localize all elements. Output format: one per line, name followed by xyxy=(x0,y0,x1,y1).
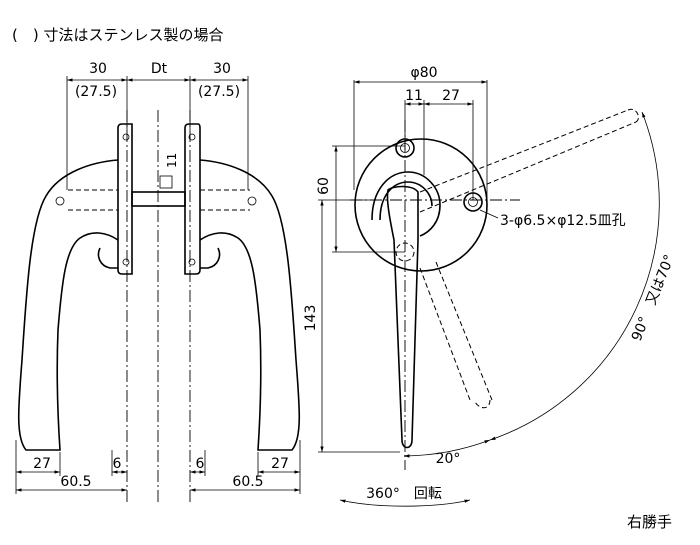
dim-label: 6 xyxy=(196,456,205,472)
screw-hole xyxy=(122,133,130,141)
right-rose-plate xyxy=(184,123,201,275)
side-lever-arm xyxy=(386,185,419,449)
screw-hole xyxy=(55,196,65,206)
rotation-label: 360° 回転 xyxy=(366,486,442,502)
dim-label: 143 xyxy=(303,305,319,332)
dim-label: 30 xyxy=(89,61,107,77)
screw-hole xyxy=(188,258,196,266)
screw-hole-right xyxy=(463,192,483,212)
screw-hole xyxy=(188,133,196,141)
left-lever xyxy=(17,159,119,451)
dim-label: 11 xyxy=(405,88,423,104)
screw-hole xyxy=(247,196,257,206)
right-lever-hidden xyxy=(200,189,250,211)
right-lever-neck xyxy=(200,247,221,269)
front-view: 30 (27.5) Dt 30 (27.5) 11 xyxy=(15,61,301,505)
rotation-arc xyxy=(339,499,471,507)
dim-label: 11 xyxy=(165,153,179,168)
dim-label: (27.5) xyxy=(75,84,117,100)
dim-label: 60.5 xyxy=(232,474,263,490)
dim-label: 60 xyxy=(316,177,332,195)
hole-note: 3-φ6.5×φ12.5皿孔 xyxy=(500,213,626,229)
dim-label: 27 xyxy=(442,88,460,104)
screw-hole xyxy=(122,258,130,266)
left-lever-hidden xyxy=(68,189,118,211)
leader-line xyxy=(479,209,499,219)
rotated-lever-20 xyxy=(419,261,493,401)
dim-label: Dt xyxy=(151,61,168,77)
angle-label-90: 90° 又は70° xyxy=(629,253,678,344)
lever-hub-inner xyxy=(379,181,433,221)
dim-label: 6 xyxy=(113,456,122,472)
dim-label: 60.5 xyxy=(60,474,91,490)
rose-circle xyxy=(354,138,488,272)
spindle xyxy=(131,191,186,207)
rotated-lever-tip-2 xyxy=(627,108,639,123)
screw-hole-right-inner xyxy=(468,197,478,207)
left-rose-plate xyxy=(117,123,133,275)
dim-label: 30 xyxy=(213,61,231,77)
dim-label: φ80 xyxy=(410,65,437,81)
dim-label: 27 xyxy=(33,456,51,472)
left-lever-neck xyxy=(97,247,118,269)
rotated-lever-90 xyxy=(419,109,637,213)
angle-label-20: 20° xyxy=(436,451,461,467)
rotated-lever-tip xyxy=(474,399,491,409)
dim-label: (27.5) xyxy=(198,84,240,100)
hand-note: 右勝手 xyxy=(627,513,672,531)
dim-label: 27 xyxy=(271,456,289,472)
side-view: φ80 11 27 60 143 xyxy=(303,65,678,507)
lever-hub xyxy=(371,171,441,237)
spindle-square xyxy=(159,175,173,189)
right-lever xyxy=(199,159,301,451)
angle-arc-20 xyxy=(403,439,491,458)
header-note: ( ) 寸法はステンレス製の場合 xyxy=(12,26,223,44)
angle-arc-90 xyxy=(489,111,660,441)
